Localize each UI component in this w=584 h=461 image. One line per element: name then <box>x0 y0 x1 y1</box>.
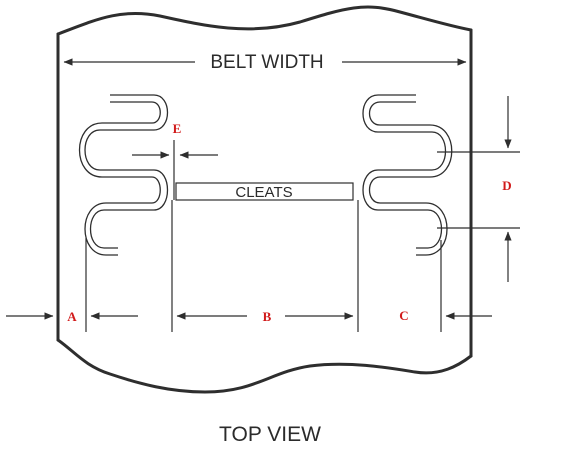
dim-c-label: C <box>399 308 408 323</box>
dimension-e: E <box>132 121 218 200</box>
belt-top-edge <box>56 5 473 36</box>
left-lacing-inner-wire <box>79 101 161 256</box>
right-lacing-hook <box>362 94 453 256</box>
right-lacing-outer-wire <box>362 94 446 249</box>
top-view-caption: TOP VIEW <box>219 423 321 446</box>
left-lacing-outer-wire <box>84 94 168 249</box>
dim-e-label: E <box>173 121 182 136</box>
left-lacing-hook <box>79 94 168 256</box>
cleats-label: CLEATS <box>235 184 292 201</box>
bottom-dimensions: A B C <box>6 200 492 332</box>
dim-d-label: D <box>502 178 511 193</box>
right-lacing-inner-wire <box>368 101 453 256</box>
belt-outline <box>56 5 473 394</box>
dim-a-label: A <box>67 309 77 324</box>
dim-b-label: B <box>263 309 272 324</box>
cleats-bar: CLEATS <box>175 182 354 201</box>
belt-width-dimension: BELT WIDTH <box>63 52 467 73</box>
dimension-d: D <box>437 96 520 282</box>
cleats-rect <box>175 182 354 201</box>
belt-width-label: BELT WIDTH <box>210 52 323 73</box>
belt-bottom-edge <box>56 338 473 394</box>
